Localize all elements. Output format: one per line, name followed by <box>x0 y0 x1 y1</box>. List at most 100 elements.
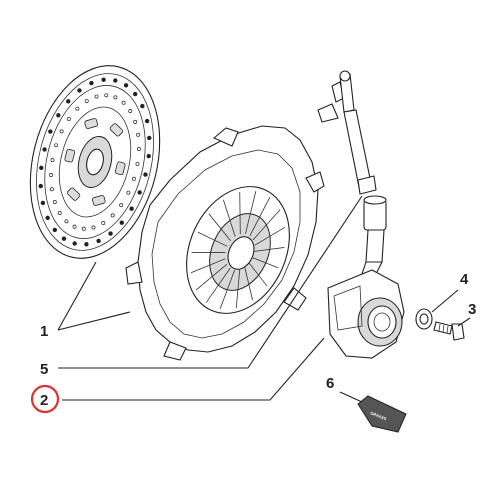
rivet <box>119 203 124 208</box>
rivet <box>50 158 55 163</box>
rivet <box>121 100 126 105</box>
rivet <box>38 183 43 189</box>
leader-6 <box>339 391 363 403</box>
rivet <box>81 226 86 231</box>
diaphragm-finger <box>245 191 257 235</box>
rivet <box>84 242 89 247</box>
diaphragm-finger <box>254 226 286 246</box>
diaphragm-finger <box>249 197 271 237</box>
rivet <box>54 143 59 148</box>
rivet <box>108 231 113 236</box>
diaphragm-finger <box>205 267 231 303</box>
rivet <box>123 83 129 88</box>
rivet <box>56 113 61 118</box>
rivet <box>104 93 109 98</box>
rivet <box>84 99 89 104</box>
rivet <box>128 109 133 113</box>
rivet <box>49 173 54 177</box>
damper-spring <box>92 195 106 206</box>
rivet <box>66 116 71 121</box>
callout-6: 6 <box>326 375 334 392</box>
rivet <box>64 219 69 224</box>
disc-rivets <box>38 77 152 247</box>
rivet <box>75 106 80 111</box>
rivet <box>52 227 57 233</box>
tag-text: GRAXXS <box>370 410 388 421</box>
rivet <box>45 215 50 221</box>
rivet <box>113 78 118 83</box>
rivet <box>135 161 140 166</box>
diaphragm-finger <box>252 257 279 269</box>
rivet <box>136 147 141 151</box>
damper-spring <box>64 148 76 163</box>
mounting-tab <box>163 341 187 361</box>
diaphragm-fingers <box>190 191 286 310</box>
leader-1 <box>57 311 131 331</box>
clutch-disc <box>29 65 161 259</box>
rivet <box>140 103 145 109</box>
highlight-ring <box>30 384 60 414</box>
rivet <box>131 176 136 181</box>
rivet <box>89 80 94 86</box>
diaphragm-finger <box>235 269 241 309</box>
diaphragm-finger <box>239 191 241 235</box>
leader-5 <box>58 195 363 369</box>
mounting-tab <box>125 261 143 285</box>
callout-2: 2 <box>40 392 48 409</box>
rivet <box>91 225 96 230</box>
rivet <box>129 206 134 211</box>
rivet <box>101 77 106 82</box>
rivet <box>52 200 57 205</box>
rivet <box>110 213 115 218</box>
diaphragm-finger <box>219 269 235 310</box>
rivet <box>66 99 71 104</box>
rivet <box>72 224 77 229</box>
callout-3: 3 <box>468 301 476 318</box>
rivet <box>77 88 82 93</box>
leader-3 <box>457 317 471 327</box>
washer <box>415 308 433 330</box>
label-tag: GRAXXS <box>357 395 407 433</box>
rivet <box>42 147 47 152</box>
pressure-plate <box>125 125 325 361</box>
callout-labels: 1 5 2 4 3 6 <box>30 271 476 414</box>
leader-2 <box>62 337 325 401</box>
mounting-tab <box>212 127 239 147</box>
rivet <box>94 94 99 99</box>
rivet <box>137 190 142 195</box>
rivet <box>48 129 53 134</box>
slave-cylinder <box>317 70 405 359</box>
rivet <box>113 95 118 100</box>
rivet <box>49 187 54 192</box>
damper-spring <box>84 118 98 129</box>
callout-1: 1 <box>40 323 48 340</box>
rivet <box>146 153 151 159</box>
rivet <box>136 132 141 137</box>
rivet <box>143 172 148 177</box>
diaphragm-finger <box>244 267 253 301</box>
damper-spring <box>109 123 124 137</box>
leader-1b <box>57 261 97 331</box>
rivet <box>57 211 62 215</box>
damper-spring <box>114 161 126 176</box>
callout-4: 4 <box>460 271 469 288</box>
damper-spring <box>66 187 81 201</box>
diaphragm-finger <box>197 231 228 247</box>
diaphragm-finger <box>254 247 285 252</box>
rivet <box>133 91 138 97</box>
rivet <box>101 220 106 225</box>
rivet <box>126 190 131 195</box>
rivet <box>144 118 150 124</box>
diaphragm-finger <box>190 258 226 274</box>
rivet <box>119 220 124 225</box>
rivet <box>147 135 152 141</box>
rivet <box>39 165 44 171</box>
rivet <box>96 238 101 244</box>
bolt <box>433 321 465 341</box>
rivet <box>72 241 77 246</box>
diaphragm-finger <box>249 263 268 287</box>
diaphragm-finger <box>223 199 236 237</box>
rivet <box>59 129 64 134</box>
mounting-tab <box>305 171 325 193</box>
diaphragm-finger <box>195 263 228 291</box>
